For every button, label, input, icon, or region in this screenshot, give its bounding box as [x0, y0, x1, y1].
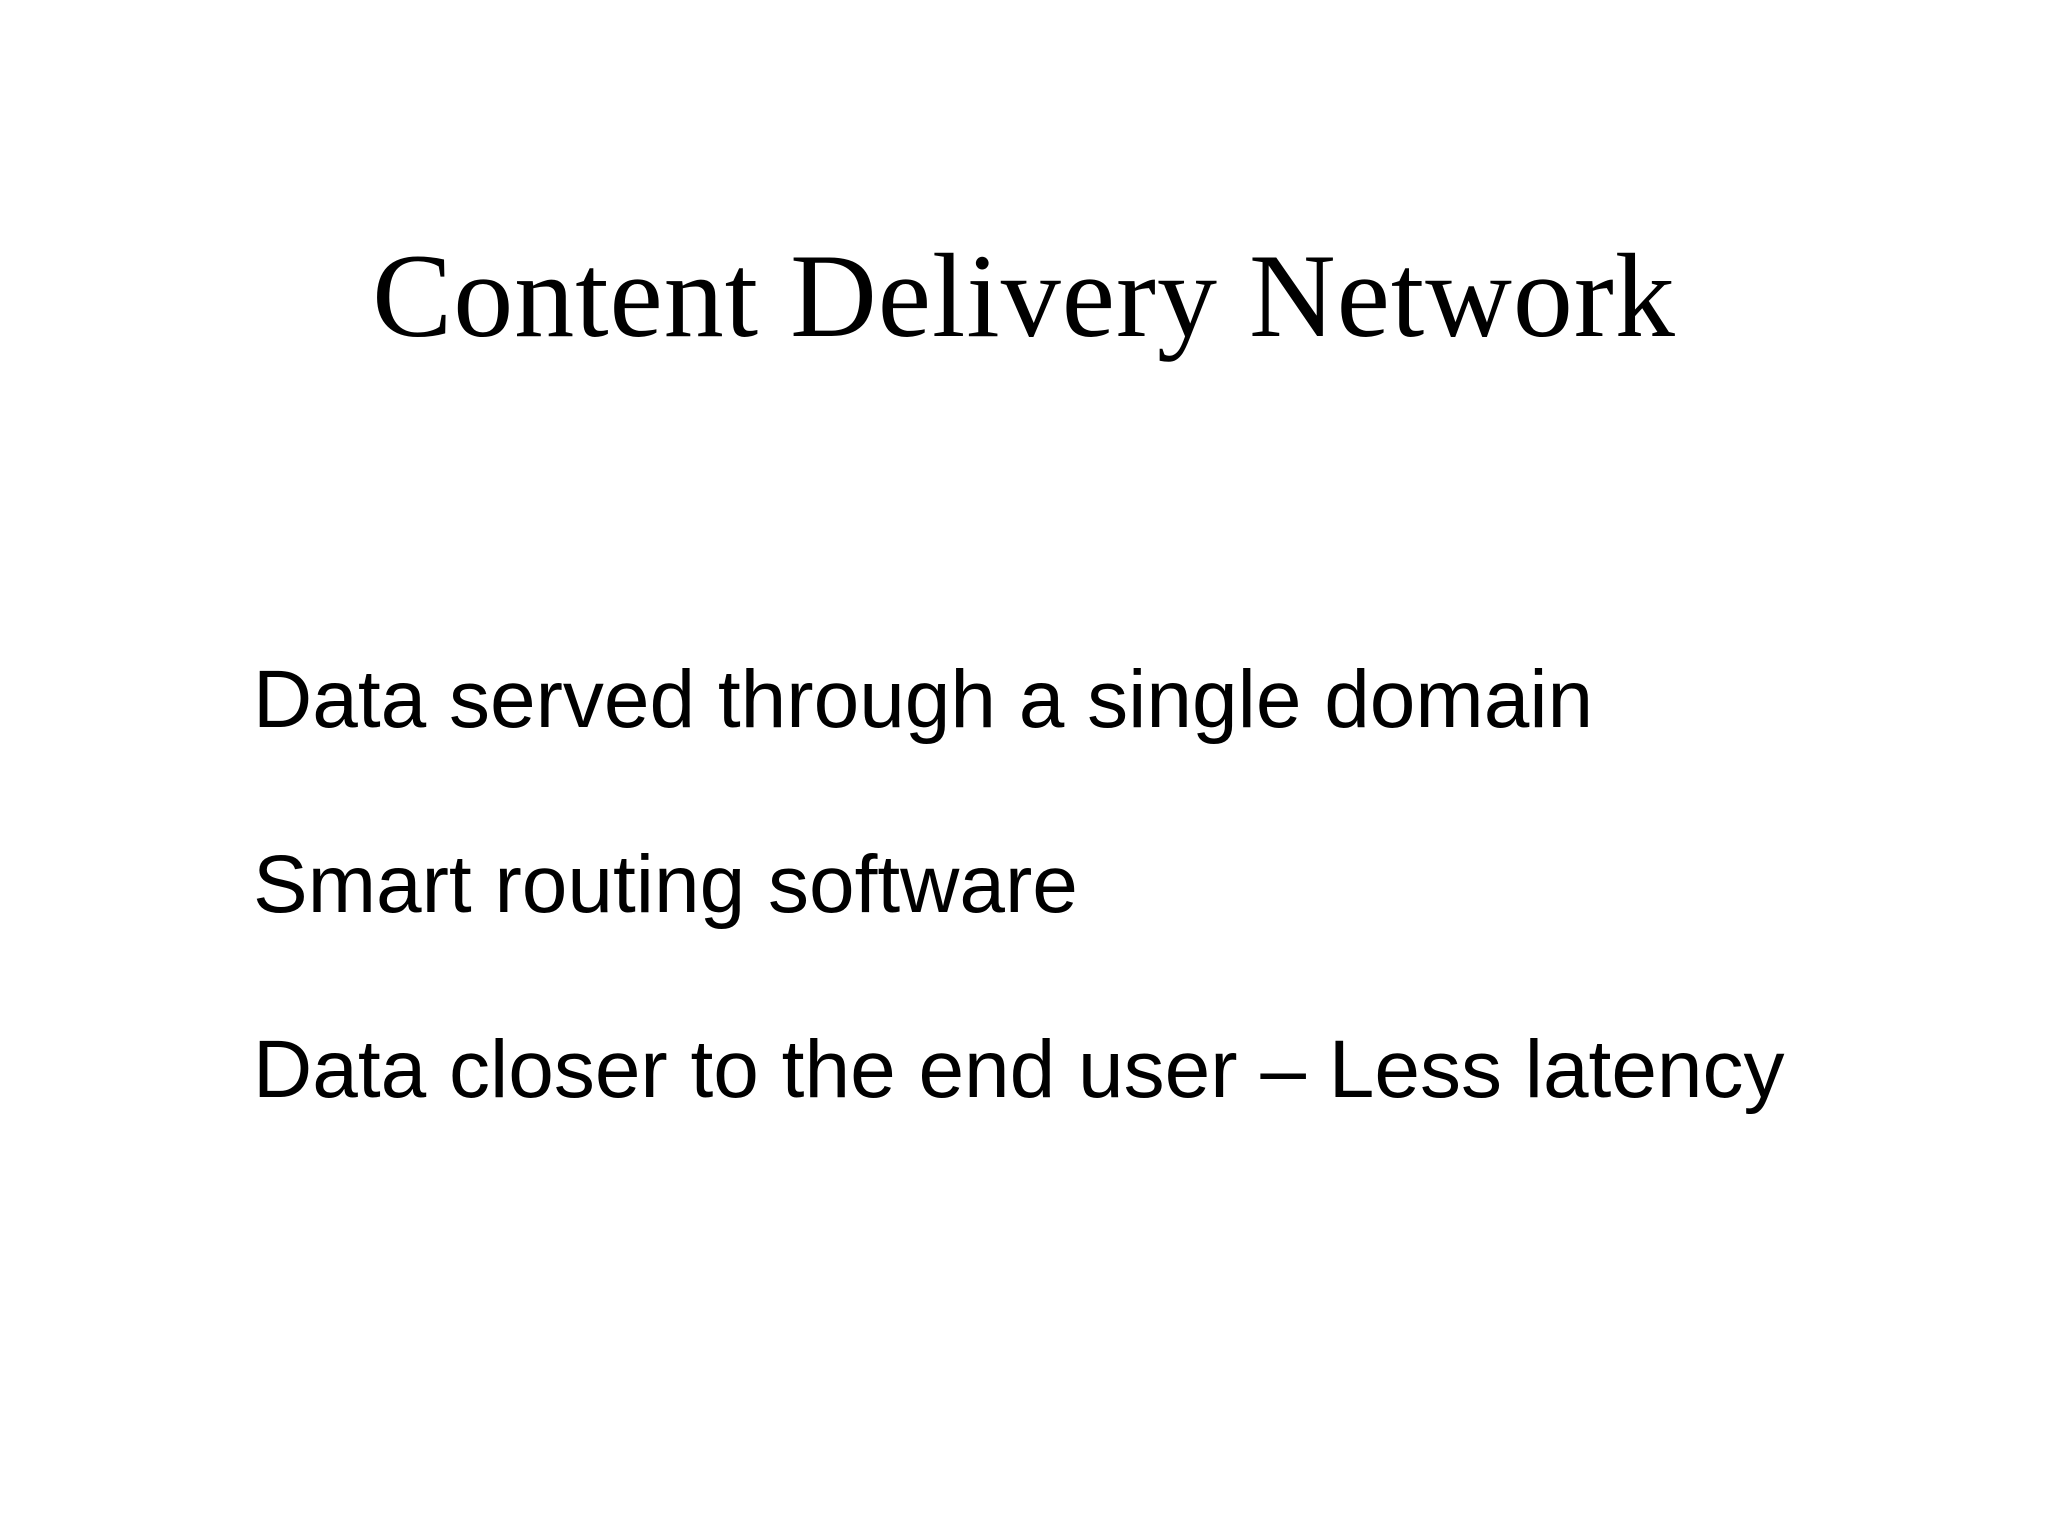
bullet-line-3: Data closer to the end user – Less laten… — [253, 1024, 1785, 1115]
slide-body: Data served through a single domain Smar… — [253, 659, 1953, 1111]
bullet-line-2: Smart routing software — [253, 839, 1078, 930]
slide-title: Content Delivery Network — [372, 229, 1676, 362]
bullet-line-1: Data served through a single domain — [253, 654, 1594, 745]
